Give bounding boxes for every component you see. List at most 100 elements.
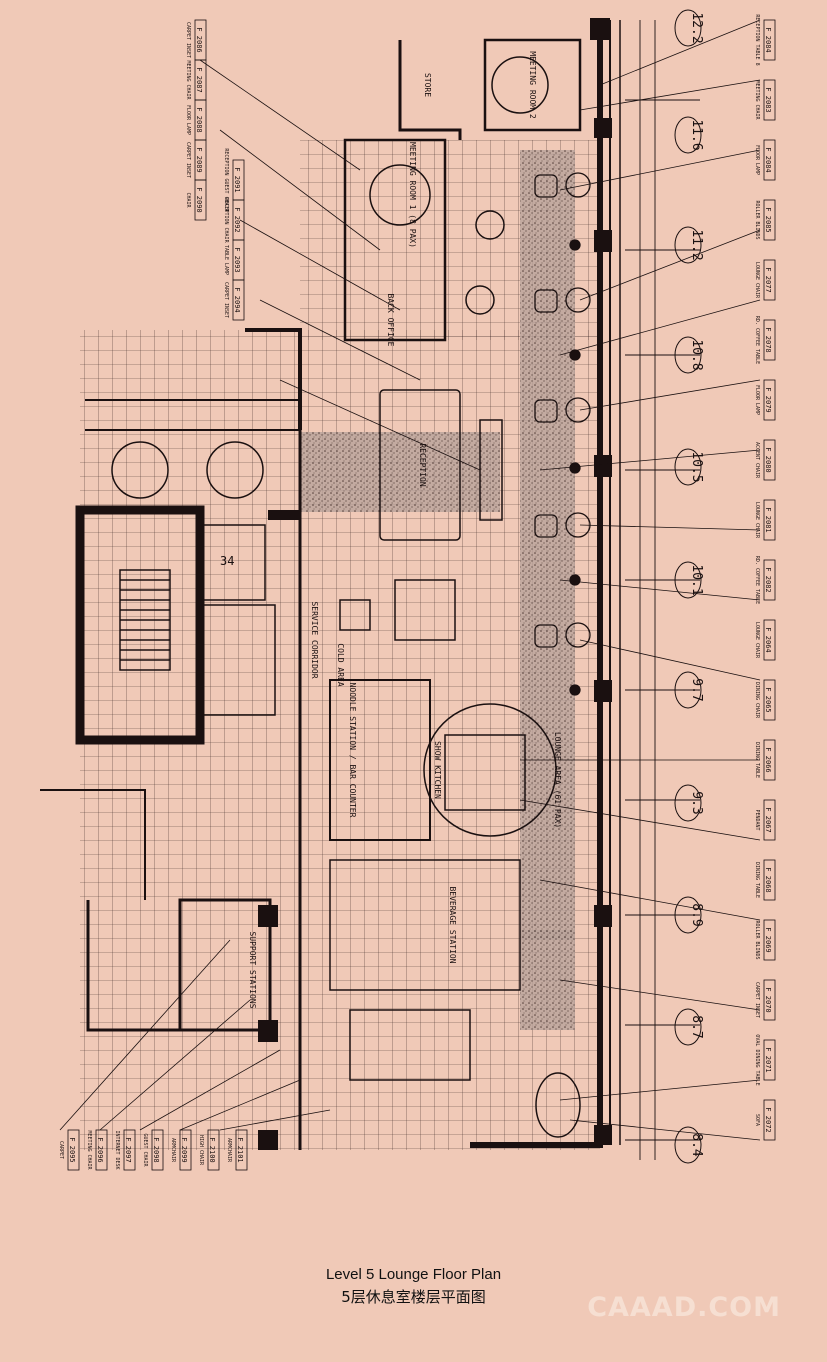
svg-text:11.2: 11.2 — [689, 229, 704, 260]
grid-level-5: 10.5 — [674, 448, 704, 486]
grid-level-6: 10.1 — [674, 561, 704, 599]
tag-description: RD. COFFEE TABLE — [754, 316, 760, 364]
label-beverage-station: BEVERAGE STATION — [448, 886, 457, 963]
tag-box — [763, 79, 776, 121]
svg-text:9.3: 9.3 — [689, 791, 704, 814]
tag-description: CARPET INSET — [185, 142, 191, 178]
label-lift-number: 34 — [220, 554, 234, 568]
tag-box — [763, 919, 776, 961]
tag-code: F 2099 — [180, 1137, 188, 1162]
svg-text:10.1: 10.1 — [689, 564, 704, 595]
tag-code: F 2093 — [233, 247, 241, 272]
tag-code: F 2098 — [152, 1137, 160, 1162]
tag-description: MEETING CHAIR — [185, 60, 191, 100]
tag-code: F 2079 — [764, 387, 772, 412]
tag-box — [763, 619, 776, 661]
tag-box — [763, 679, 776, 721]
tag-box — [763, 259, 776, 301]
svg-text:10.5: 10.5 — [689, 451, 704, 482]
grid-level-11: 8.4 — [674, 1126, 704, 1164]
tag-description: SOFA — [754, 1114, 760, 1126]
walls — [40, 20, 621, 1150]
floor-plan-drawing: 12.2 11.6 11.2 10.8 10.5 10.1 9.7 9.3 8.… — [40, 9, 776, 1171]
tag-code: F 2072 — [764, 1107, 772, 1132]
tag-box — [763, 1039, 776, 1081]
tag-description: CARPET INSET — [185, 22, 191, 58]
tag-code: F 2066 — [764, 747, 772, 772]
tag-box — [123, 1129, 136, 1171]
tag-box — [179, 1129, 192, 1171]
tag-box — [194, 179, 207, 221]
stone-insets — [300, 150, 575, 1030]
tag-right-16: F 2069 ROLLER BLINDS — [754, 919, 776, 961]
tag-description: MEETING CHAIR — [86, 1130, 92, 1170]
tag-code: F 2081 — [764, 507, 772, 532]
tag-box — [763, 319, 776, 361]
tag-box — [67, 1129, 80, 1171]
tag-description: RD. COFFEE TABLE — [754, 556, 760, 604]
tag-box — [151, 1129, 164, 1171]
tag-box — [207, 1129, 220, 1171]
grid-level-2: 11.6 — [674, 116, 704, 154]
tag-description: INTERNET DESK — [114, 1130, 120, 1169]
tag-description: RECEPTION GUEST CHAIR — [223, 148, 229, 212]
tag-description: OVAL DINING TABLE — [754, 1034, 760, 1085]
tag-description: LOUNGE CHAIR — [754, 262, 760, 299]
tag-code: F 2084 — [764, 27, 772, 52]
tag-code: F 2090 — [195, 187, 203, 212]
tag-code: F 2089 — [195, 147, 203, 172]
tag-box — [763, 199, 776, 241]
tag-code: F 2080 — [764, 447, 772, 472]
tag-code: F 2065 — [764, 687, 772, 712]
grid-level-9: 8.9 — [674, 896, 704, 934]
grid-level-7: 9.7 — [674, 671, 704, 709]
tag-code: F 2078 — [764, 327, 772, 352]
tag-left-top-a-4: F 2089 CARPET INSET — [185, 139, 207, 181]
svg-text:8.7: 8.7 — [689, 1015, 704, 1038]
tag-box — [763, 139, 776, 181]
core-fixtures — [111, 441, 276, 716]
tag-code: F 2068 — [764, 867, 772, 892]
tag-code: F 2069 — [764, 927, 772, 952]
tag-code: F 2064 — [764, 627, 772, 652]
svg-text:8.4: 8.4 — [689, 1133, 704, 1157]
tag-box — [763, 559, 776, 601]
tag-description: ROLLER BLINDS — [754, 920, 760, 959]
tag-description: RECEPTION TABLE 8 — [754, 14, 760, 65]
grid-level-8: 9.3 — [674, 784, 704, 822]
tag-box — [763, 19, 776, 61]
svg-text:10.8: 10.8 — [689, 339, 704, 370]
grid-level-4: 10.8 — [674, 336, 704, 374]
tag-code: F 2070 — [764, 987, 772, 1012]
svg-text:9.7: 9.7 — [689, 678, 704, 701]
label-meeting-room-2: MEETING ROOM 2 — [528, 51, 537, 119]
tag-description: CHAIR — [185, 192, 191, 208]
tag-code: F 2101 — [236, 1137, 244, 1162]
caption: Level 5 Lounge Floor Plan 5层休息室楼层平面图 — [0, 1264, 827, 1308]
label-store: STORE — [423, 73, 432, 97]
tag-box — [763, 739, 776, 781]
tag-code: F 2084 — [764, 147, 772, 172]
grid-level-1: 12.2 — [674, 9, 704, 47]
label-back-office: BACK OFFICE — [386, 294, 395, 347]
tag-right-1: F 2084 RECEPTION TABLE 8 — [754, 14, 776, 66]
